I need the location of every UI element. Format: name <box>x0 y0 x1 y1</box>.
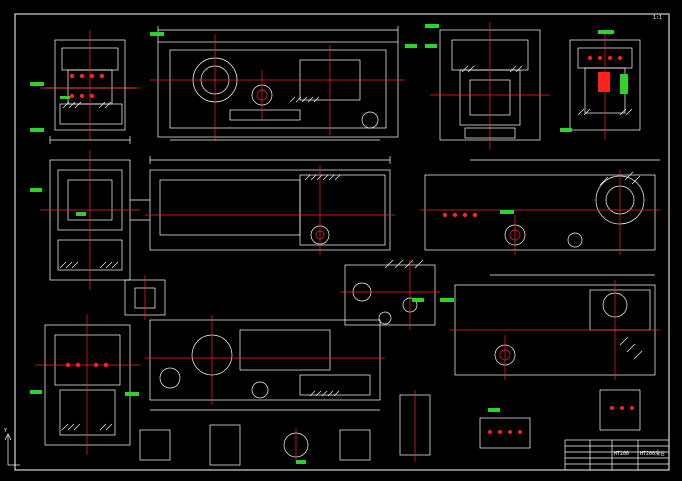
tag-label <box>405 44 417 48</box>
view-top-left <box>40 30 140 144</box>
corner-note: 1:1 <box>653 15 662 21</box>
view-lower-center <box>145 315 385 411</box>
tag-label <box>30 188 42 192</box>
tag-label <box>30 390 42 394</box>
tag-label <box>560 128 572 132</box>
view-top-far-right <box>569 32 641 140</box>
tag-label <box>598 30 614 34</box>
tag-label <box>488 408 500 412</box>
view-bottom-details <box>139 389 641 466</box>
tag-label <box>500 210 514 214</box>
view-top-right-housing <box>430 22 550 150</box>
tag-label <box>30 82 44 86</box>
tag-label <box>425 44 437 48</box>
title-block <box>564 439 670 471</box>
sheet-border <box>14 13 670 471</box>
axis-y-label: Y <box>4 428 7 434</box>
title-block-drawing-no: HT200 <box>614 451 629 457</box>
tag-label <box>296 460 306 464</box>
view-middle-left <box>40 150 150 290</box>
tag-label <box>412 298 424 302</box>
view-center-detail <box>340 259 440 330</box>
tag-label <box>30 128 44 132</box>
tag-label <box>60 96 70 99</box>
view-top-center <box>150 26 405 141</box>
tag-label <box>125 392 139 396</box>
view-lower-left <box>35 315 140 455</box>
tag-label <box>440 298 454 302</box>
ucs-axis-icon <box>4 433 20 466</box>
tag-label <box>76 212 86 216</box>
title-block-part-name: HT200滑台 <box>640 450 665 457</box>
tag-label <box>425 24 439 28</box>
view-middle-center <box>145 156 395 255</box>
tag-label <box>150 32 164 36</box>
view-middle-right <box>420 159 660 255</box>
view-small-bracket <box>124 275 166 320</box>
tag-label <box>620 74 628 94</box>
view-lower-right <box>450 274 660 380</box>
